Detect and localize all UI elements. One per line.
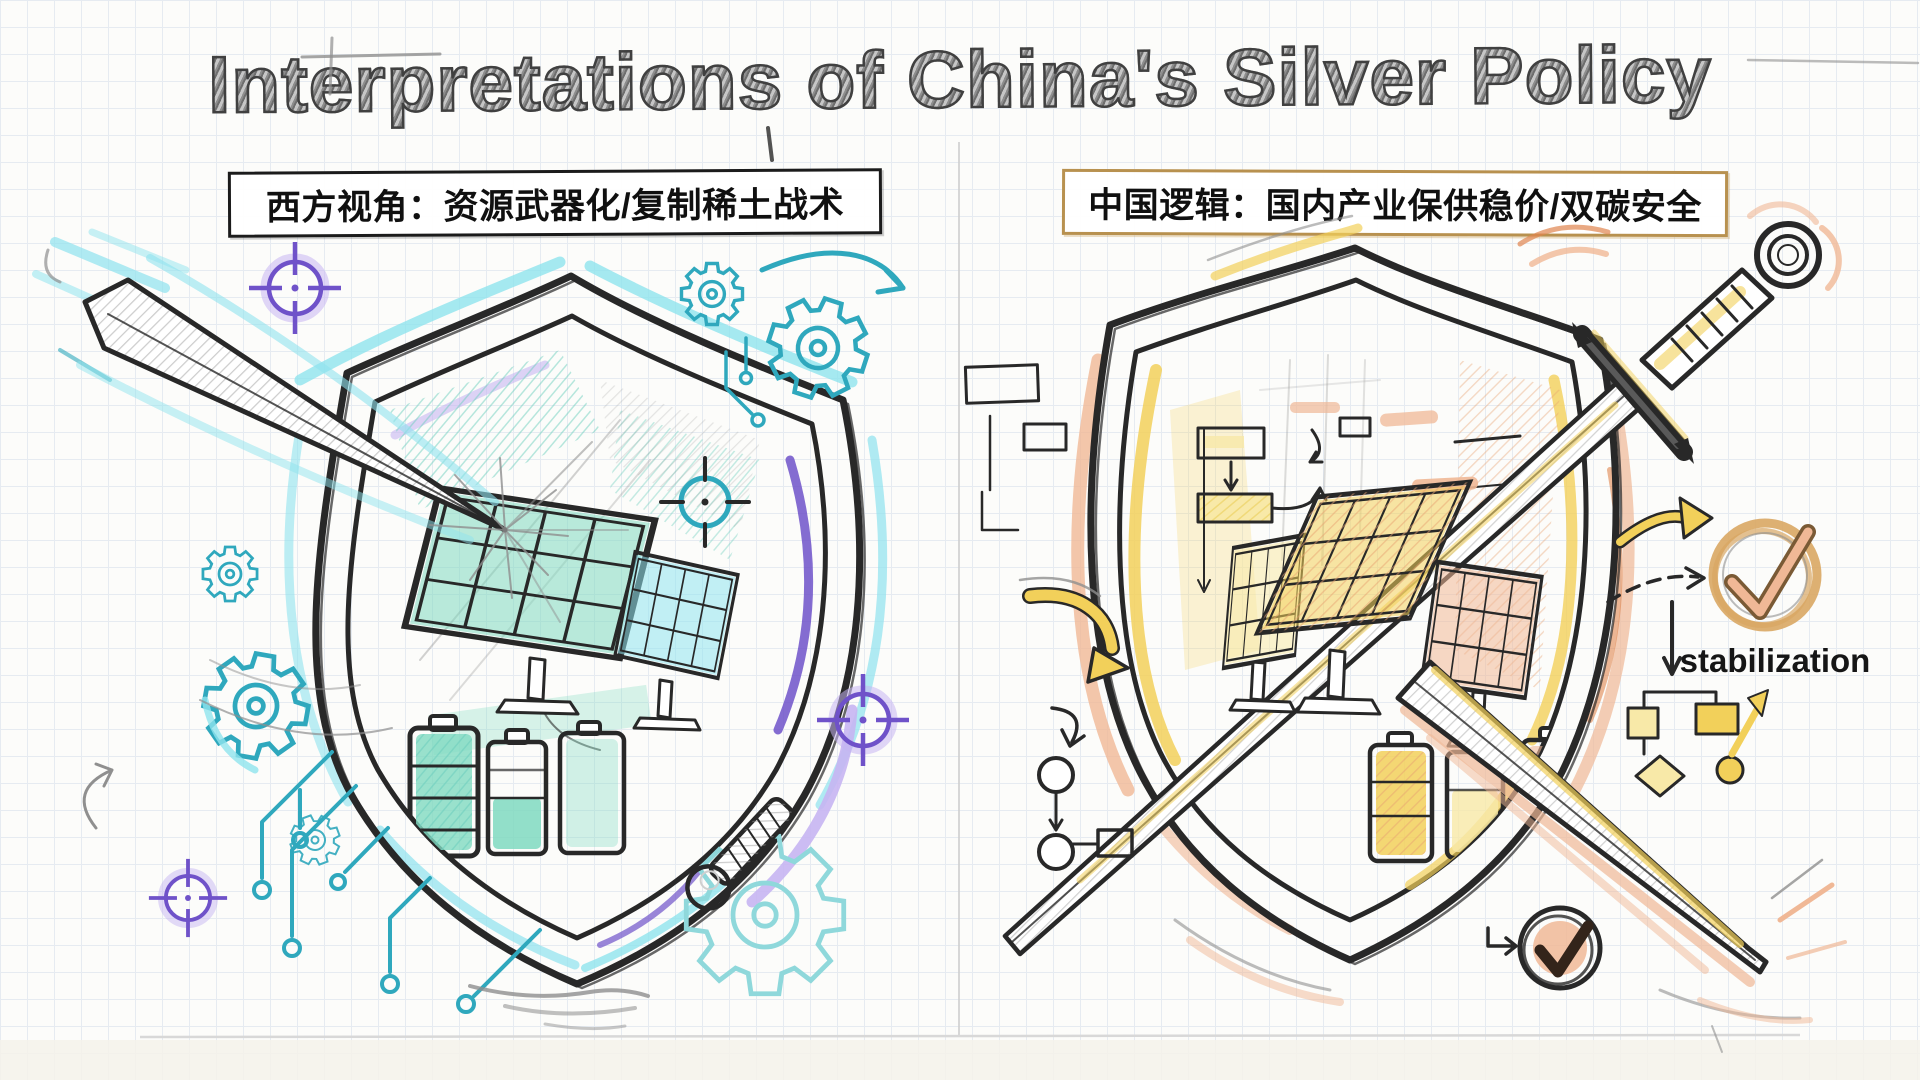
speed-lines (1658, 858, 1847, 1024)
orange-dash (1380, 410, 1439, 427)
west-panel-illustration (32, 228, 910, 1031)
page-marks (0, 36, 1920, 1080)
pencil-arc (209, 659, 361, 691)
pencil-tick (328, 36, 334, 96)
china-panel-illustration: stabilization (963, 201, 1871, 1024)
orange-curl (1517, 224, 1611, 247)
curved-arrow-icon (1613, 496, 1714, 549)
warm-streaks (1206, 214, 1611, 281)
pencil-tick (766, 126, 774, 162)
sketch-bracket (980, 490, 1020, 532)
checkmark-icon (1486, 905, 1603, 991)
page-bottom-rule (139, 1033, 1801, 1039)
curved-arrow-icon (759, 250, 906, 291)
mint-streak (428, 684, 652, 756)
solar-panel-stands (495, 656, 702, 751)
gear-icon (203, 547, 257, 601)
curved-arrow-icon (1022, 587, 1130, 684)
flowchart-icon (1626, 689, 1769, 798)
flowchart-icon (1037, 706, 1134, 871)
sword-pommel (685, 864, 732, 911)
shield-icon (1087, 244, 1623, 966)
sword-pommel (1754, 221, 1822, 289)
decorations (82, 241, 910, 1031)
orange-glow (1819, 225, 1842, 291)
checkmark-icon (1708, 518, 1822, 632)
pencil-arc (1173, 918, 1332, 992)
sword-grip (685, 796, 794, 911)
crosshair-icon (148, 858, 228, 938)
circuit-trace-icon (252, 750, 542, 1014)
page-bottom-strip (0, 1040, 1920, 1080)
pencil-arc (199, 699, 393, 736)
dashed-arrow-icon (1606, 574, 1700, 604)
shield-interior (390, 350, 760, 859)
pencil-arrow-icon (82, 762, 114, 830)
sword-icon (1395, 659, 1847, 1024)
shield-contents (1223, 482, 1586, 864)
crosshair-icon (659, 456, 751, 548)
sword-icon (76, 254, 629, 623)
flowchart-icon (1196, 416, 1522, 593)
battery-icon (1367, 731, 1435, 864)
circuit-trace-icon (724, 336, 766, 428)
orange-curl (1529, 246, 1609, 267)
pencil-tick (300, 52, 442, 59)
blade-ridge (107, 313, 499, 527)
sword-handle (1572, 201, 1842, 464)
pencil-tick (1746, 58, 1920, 65)
left-annotations (963, 363, 1344, 1006)
sketch-box (1022, 422, 1068, 452)
shield-icon (312, 272, 866, 990)
sketch-box (963, 363, 1041, 405)
orange-arc (1186, 936, 1344, 1006)
stabilization-label: stabilization (1680, 642, 1871, 679)
blade-ridge (1414, 681, 1756, 961)
teal-tint (390, 350, 600, 510)
pencil-shading (600, 380, 760, 530)
battery-icon (407, 714, 481, 859)
glass-cracks (429, 441, 629, 623)
orange-dash (1290, 402, 1340, 413)
pencil-arc (1018, 576, 1102, 598)
battery-icon (485, 728, 549, 857)
battery-icon (557, 720, 627, 856)
orange-glow (1747, 201, 1819, 225)
orange-glow (1400, 705, 1755, 987)
pencil-scribble (468, 984, 650, 1031)
right-annotations: stabilization (1486, 496, 1871, 991)
down-arrow-icon (1662, 600, 1682, 676)
pointer-arrow-icon (1486, 926, 1518, 956)
crosshair-icon (248, 241, 342, 335)
solar-panel-icon (1257, 482, 1470, 633)
gear-icon (681, 263, 742, 324)
pencil-tick (1711, 1025, 1723, 1053)
orange-glow (1426, 734, 1709, 974)
